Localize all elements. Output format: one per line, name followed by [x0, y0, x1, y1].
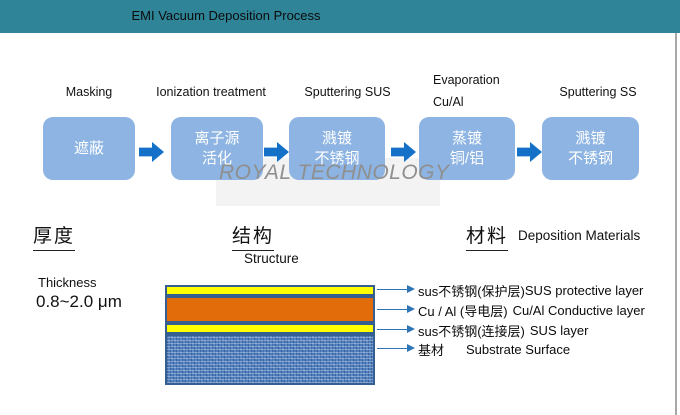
process-box-ionization: 离子源 活化: [171, 117, 263, 180]
callout-en: Substrate Surface: [466, 341, 571, 357]
callout-cn: 基材: [418, 342, 445, 358]
callout-label-sus-adhesion: sus不锈钢(连接层)SUS layer: [418, 321, 588, 339]
title-bar: EMI Vacuum Deposition Process: [0, 0, 680, 33]
process-box-sputter-ss: 溅镀 不锈钢: [542, 117, 639, 180]
callout-label-sus-protective: sus不锈钢(保护层)SUS protective layer: [418, 281, 643, 299]
callout-arrow-icon-4: [377, 344, 415, 353]
structure-subheading: Structure: [244, 251, 299, 266]
flow-arrow-icon-4: [517, 142, 542, 162]
callout-label-substrate: 基材 Substrate Surface: [418, 340, 570, 358]
section-heading-thickness: 厚度: [33, 221, 76, 251]
step-label-sputtering-ss: Sputtering SS: [559, 85, 637, 99]
step-label-masking: Masking: [65, 85, 113, 99]
callout-arrow-icon-3: [377, 325, 415, 334]
callout-cn: Cu / Al (导电层): [418, 303, 508, 319]
process-box-sputter-sus: 溅镀 不锈钢: [289, 117, 385, 180]
process-box-evaporation: 蒸镀 铜/铝: [419, 117, 515, 180]
callout-arrow-icon-1: [377, 285, 415, 294]
step-label-ionization: Ionization treatment: [156, 85, 266, 99]
callout-arrow-icon-2: [377, 305, 415, 314]
layer-cu-al-conductive: [165, 296, 375, 323]
thickness-label: Thickness: [38, 275, 97, 290]
step-label-evaporation: Evaporation Cu/Al: [433, 73, 500, 109]
image-right-border: [675, 33, 677, 415]
callout-cn: sus不锈钢(连接层): [418, 323, 525, 339]
step-label-sputtering-sus: Sputtering SUS: [304, 85, 391, 99]
callout-cn: sus不锈钢(保护层): [418, 283, 525, 299]
layer-stack-diagram: [165, 285, 375, 385]
thickness-value: 0.8~2.0 μm: [36, 292, 122, 311]
layer-substrate: [165, 334, 375, 385]
callout-en: SUS layer: [529, 322, 589, 338]
flow-arrow-icon-1: [139, 142, 164, 162]
callout-en: Cu/Al Conductive layer: [512, 302, 645, 318]
section-heading-materials: 材料: [466, 221, 509, 251]
slide-title: EMI Vacuum Deposition Process: [131, 8, 321, 23]
watermark-text: ROYAL TECHNOLOGY: [219, 161, 450, 184]
layer-sus-protective: [165, 285, 375, 296]
callout-en: SUS protective layer: [524, 282, 644, 298]
callout-label-cu-al: Cu / Al (导电层)Cu/Al Conductive layer: [418, 301, 645, 319]
layer-sus-adhesion: [165, 323, 375, 334]
deposition-materials-label: Deposition Materials: [518, 228, 641, 243]
process-box-masking: 遮蔽: [43, 117, 135, 180]
section-heading-structure: 结构: [232, 221, 275, 251]
